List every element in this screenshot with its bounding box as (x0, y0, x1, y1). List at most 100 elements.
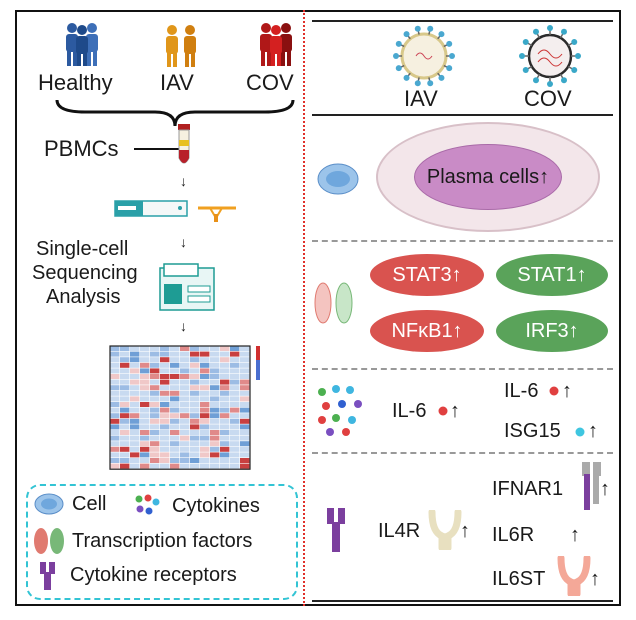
heatmap-cell (130, 418, 140, 424)
heatmap-cell (140, 463, 150, 469)
heatmap-cell (180, 458, 190, 463)
heatmap-cell (120, 362, 130, 368)
heatmap-cell (150, 446, 160, 452)
legend-receptors-label: Cytokine receptors (70, 564, 237, 586)
heatmap-cell (200, 379, 210, 385)
heatmap-cell (170, 413, 180, 419)
heatmap-cell (120, 452, 130, 458)
heatmap-cell (140, 346, 150, 351)
heatmap-cell (200, 357, 210, 363)
receptor-icon (327, 508, 345, 552)
heatmap-cell (140, 413, 150, 419)
down-arrow-icon: ↓ (180, 173, 187, 189)
analysis-line-3: Analysis (46, 286, 121, 308)
heatmap-colorbar-top (256, 346, 260, 360)
heatmap-cell (190, 418, 200, 424)
heatmap-cell (220, 441, 230, 447)
heatmap-cell (120, 446, 130, 452)
heatmap-cell (240, 402, 250, 407)
heatmap-cell (230, 357, 240, 363)
heatmap-cell (200, 390, 210, 396)
heatmap-cell (240, 430, 250, 435)
virus-label-cov: COV (524, 86, 572, 111)
heatmap-cell (210, 357, 220, 363)
group-label-iav: IAV (160, 70, 194, 95)
heatmap-cell (240, 458, 250, 463)
heatmap-cell (240, 385, 250, 391)
heatmap-cell (160, 430, 170, 435)
heatmap-cell (160, 374, 170, 379)
heatmap-cell (190, 446, 200, 452)
heatmap-cell (200, 435, 210, 441)
heatmap-cell (140, 407, 150, 413)
heatmap-cell (180, 463, 190, 469)
heatmap-cell (170, 452, 180, 458)
heatmap-cell (150, 374, 160, 379)
heatmap-cell (190, 452, 200, 458)
heatmap-cell (170, 385, 180, 391)
heatmap-cell (230, 396, 240, 402)
heatmap-cell (150, 385, 160, 391)
heatmap-cell (210, 351, 220, 357)
heatmap-cell (240, 368, 250, 374)
heatmap-cell (130, 385, 140, 391)
heatmap-cell (200, 407, 210, 413)
il6r-label: IL6R (492, 524, 535, 546)
heatmap-cell (210, 430, 220, 435)
heatmap-cell (170, 390, 180, 396)
virus-spike-head (414, 25, 421, 32)
heatmap-cell (140, 458, 150, 463)
panel-divider (303, 10, 305, 606)
heatmap-cell (210, 452, 220, 458)
heatmap-cell (150, 357, 160, 363)
heatmap-cell (240, 424, 250, 430)
heatmap-cell (210, 346, 220, 351)
figure-frame (15, 10, 621, 606)
heatmap-cell (110, 463, 120, 469)
heatmap-cell (130, 458, 140, 463)
heatmap-cell (180, 413, 190, 419)
heatmap-cell (160, 413, 170, 419)
heatmap-cell (230, 402, 240, 407)
virus-spike-head (395, 65, 402, 72)
heatmap-cell (240, 413, 250, 419)
heatmap-cell (240, 390, 250, 396)
heatmap-cell (130, 346, 140, 351)
cytokine-icon (318, 385, 362, 436)
heatmap-cell (160, 351, 170, 357)
virus-spike-head (446, 40, 453, 47)
group-label-cov: COV (246, 70, 294, 95)
heatmap-cell (110, 430, 120, 435)
heatmap-cell (140, 374, 150, 379)
heatmap-cell (220, 368, 230, 374)
virus-spike-head (571, 39, 578, 45)
analysis-line-1: Single-cell (36, 238, 129, 260)
heatmap-cell (180, 390, 190, 396)
heatmap-cell (210, 402, 220, 407)
heatmap-colorbar (256, 346, 260, 380)
virus-spike-head (547, 81, 553, 87)
il6-dot-icon (438, 406, 448, 416)
right-header-rule (312, 114, 613, 116)
il6r-up: ↑ (570, 524, 580, 546)
heatmap-cell (180, 379, 190, 385)
heatmap-cell (130, 374, 140, 379)
heatmap-cell (150, 441, 160, 447)
heatmap-cell (150, 402, 160, 407)
heatmap-cell (170, 463, 180, 469)
heatmap-cell (210, 385, 220, 391)
heatmap-cell (120, 435, 130, 441)
virus-spike-head (427, 25, 434, 32)
heatmap (109, 345, 260, 470)
heatmap-cell (180, 346, 190, 351)
heatmap-cell (150, 362, 160, 368)
heatmap-cell (220, 458, 230, 463)
heatmap-cell (160, 402, 170, 407)
heatmap-cell (220, 452, 230, 458)
heatmap-cell (130, 390, 140, 396)
heatmap-cell (110, 368, 120, 374)
tf-irf3: IRF3↑ (496, 310, 608, 352)
iav-person-icon (166, 25, 196, 67)
ifnar1-up: ↑ (600, 478, 610, 500)
heatmap-cell (230, 390, 240, 396)
